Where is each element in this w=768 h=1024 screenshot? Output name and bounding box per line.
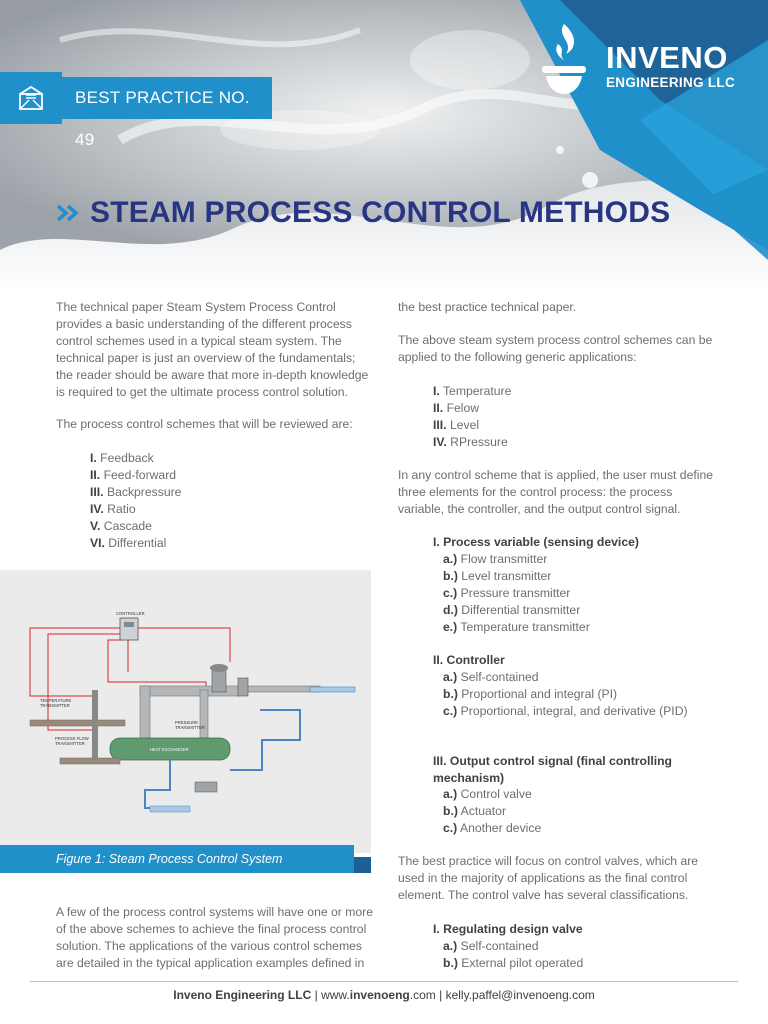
- figure-caption: Figure 1: Steam Process Control System: [0, 845, 354, 873]
- applications-list: I. Temperature II. Felow III. Level IV. …: [433, 383, 511, 451]
- label-flow-transmitter: PROCESS FLOW: [55, 736, 89, 741]
- footer-website[interactable]: www.invenoeng.com: [321, 988, 436, 1002]
- caption-accent: [354, 857, 371, 873]
- list-item: d.) Differential transmitter: [443, 603, 581, 617]
- title-row: STEAM PROCESS CONTROL METHODS: [56, 196, 670, 230]
- list-item: IV. RPressure: [433, 435, 508, 449]
- logo-name: INVENO: [606, 40, 728, 75]
- list-item: III. Level: [433, 418, 480, 432]
- logo-subtitle: ENGINEERING LLC: [606, 75, 736, 90]
- label-temperature-transmitter: TEMPERATURE: [40, 698, 72, 703]
- focus-paragraph: The best practice will focus on control …: [398, 854, 699, 902]
- footer-company: Inveno Engineering LLC: [173, 988, 312, 1002]
- list-item: IV. Ratio: [90, 502, 136, 516]
- list-item: a.) Flow transmitter: [443, 552, 548, 566]
- controller-list: a.) Self-contained b.) Proportional and …: [443, 669, 688, 720]
- envelope-icon: [0, 72, 62, 124]
- regulating-valve-heading: I. Regulating design valve: [433, 922, 583, 936]
- list-item: b.) Proportional and integral (PI): [443, 687, 618, 701]
- controller-heading: II. Controller: [433, 653, 505, 667]
- list-item: II. Felow: [433, 401, 480, 415]
- list-item: a.) Self-contained: [443, 939, 539, 953]
- page-title: STEAM PROCESS CONTROL METHODS: [90, 196, 671, 229]
- list-item: II. Feed-forward: [90, 468, 177, 482]
- continued-paragraph: the best practice technical paper.: [398, 300, 577, 314]
- list-item: b.) Actuator: [443, 804, 506, 818]
- output-signal-list: a.) Control valve b.) Actuator c.) Anoth…: [443, 786, 541, 837]
- steam-system-diagram: CONTROLLER HEAT EXCHANGER TEMPERATURE TR…: [29, 611, 356, 813]
- best-practice-label: BEST PRACTICE NO. 49: [62, 77, 272, 149]
- list-item: VI. Differential: [90, 536, 167, 550]
- svg-text:TRANSMITTER: TRANSMITTER: [55, 741, 85, 746]
- applications-intro: The above steam system process control s…: [398, 333, 713, 364]
- list-item: I. Feedback: [90, 451, 154, 465]
- list-item: a.) Control valve: [443, 787, 532, 801]
- flame-logo-icon: [542, 24, 586, 94]
- label-controller: CONTROLLER: [116, 611, 145, 616]
- list-item: I. Temperature: [433, 384, 512, 398]
- label-pressure-transmitter: PRESSURE: [175, 720, 198, 725]
- list-item: V. Cascade: [90, 519, 152, 533]
- footer-divider: [30, 981, 738, 982]
- list-item: a.) Self-contained: [443, 670, 539, 684]
- regulating-valve-list: a.) Self-contained b.) External pilot op…: [443, 938, 583, 972]
- label-heat-exchanger: HEAT EXCHANGER: [150, 747, 188, 752]
- footer-email[interactable]: kelly.paffel@invenoeng.com: [445, 988, 595, 1002]
- list-item: c.) Proportional, integral, and derivati…: [443, 704, 688, 718]
- list-item: c.) Another device: [443, 821, 542, 835]
- controller-icon: [119, 617, 139, 641]
- intro-paragraph: The technical paper Steam System Process…: [56, 300, 369, 399]
- svg-text:TRANSMITTER: TRANSMITTER: [175, 725, 205, 730]
- elements-paragraph: In any control scheme that is applied, t…: [398, 468, 714, 516]
- list-item: III. Backpressure: [90, 485, 182, 499]
- process-variable-heading: I. Process variable (sensing device): [433, 535, 639, 549]
- process-diagram-figure: CONTROLLER HEAT EXCHANGER TEMPERATURE TR…: [0, 570, 371, 853]
- list-item: e.) Temperature transmitter: [443, 620, 590, 634]
- process-variable-list: a.) Flow transmitter b.) Level transmitt…: [443, 551, 590, 636]
- list-item: b.) Level transmitter: [443, 569, 552, 583]
- header-hero: [0, 0, 768, 290]
- schemes-list: I. Feedback II. Feed-forward III. Backpr…: [90, 450, 181, 552]
- double-chevron-icon: [56, 204, 79, 222]
- list-item: b.) External pilot operated: [443, 956, 584, 970]
- list-item: c.) Pressure transmitter: [443, 586, 571, 600]
- brand-blue-shape: [520, 0, 768, 260]
- footer: Inveno Engineering LLC | www.invenoeng.c…: [173, 988, 595, 1002]
- schemes-intro: The process control schemes that will be…: [56, 417, 353, 431]
- output-signal-heading: III. Output control signal (final contro…: [433, 754, 672, 785]
- closing-paragraph: A few of the process control systems wil…: [56, 905, 374, 970]
- svg-text:TRANSMITTER: TRANSMITTER: [40, 703, 70, 708]
